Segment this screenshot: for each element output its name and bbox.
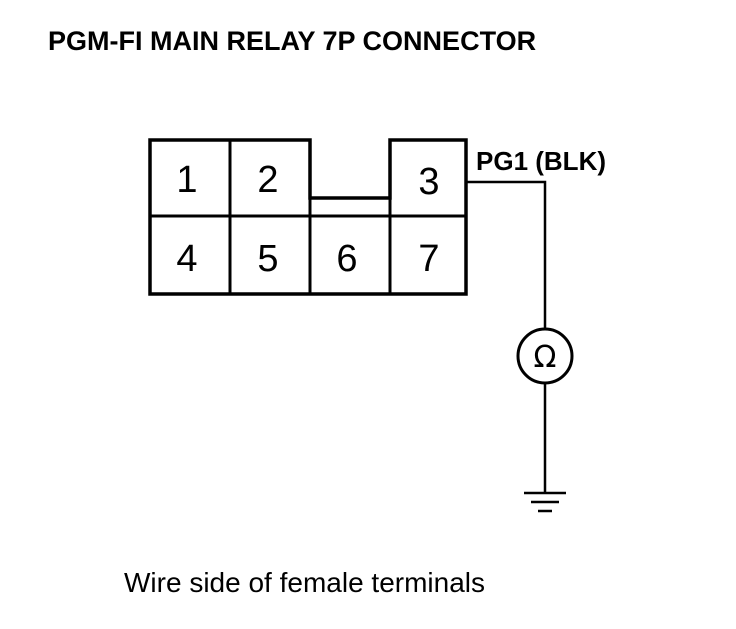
diagram-title: PGM-FI MAIN RELAY 7P CONNECTOR: [48, 26, 536, 56]
diagram-caption: Wire side of female terminals: [124, 567, 485, 598]
connector-outline: [148, 138, 468, 296]
pin-3-label: 3: [418, 161, 439, 203]
wire-label: PG1 (BLK): [476, 146, 606, 176]
pin-4-label: 4: [176, 238, 197, 280]
pin-7-label: 7: [418, 238, 439, 280]
pin-2-label: 2: [257, 159, 278, 201]
connector-housing: [148, 138, 468, 296]
probe-wire: [466, 180, 547, 330]
ohmmeter: Ω: [516, 327, 574, 385]
ground-icon: [524, 491, 566, 513]
ohm-symbol: Ω: [534, 340, 557, 375]
pin-1-label: 1: [176, 159, 197, 201]
pin-6-label: 6: [336, 238, 357, 280]
pin-5-label: 5: [257, 238, 278, 280]
